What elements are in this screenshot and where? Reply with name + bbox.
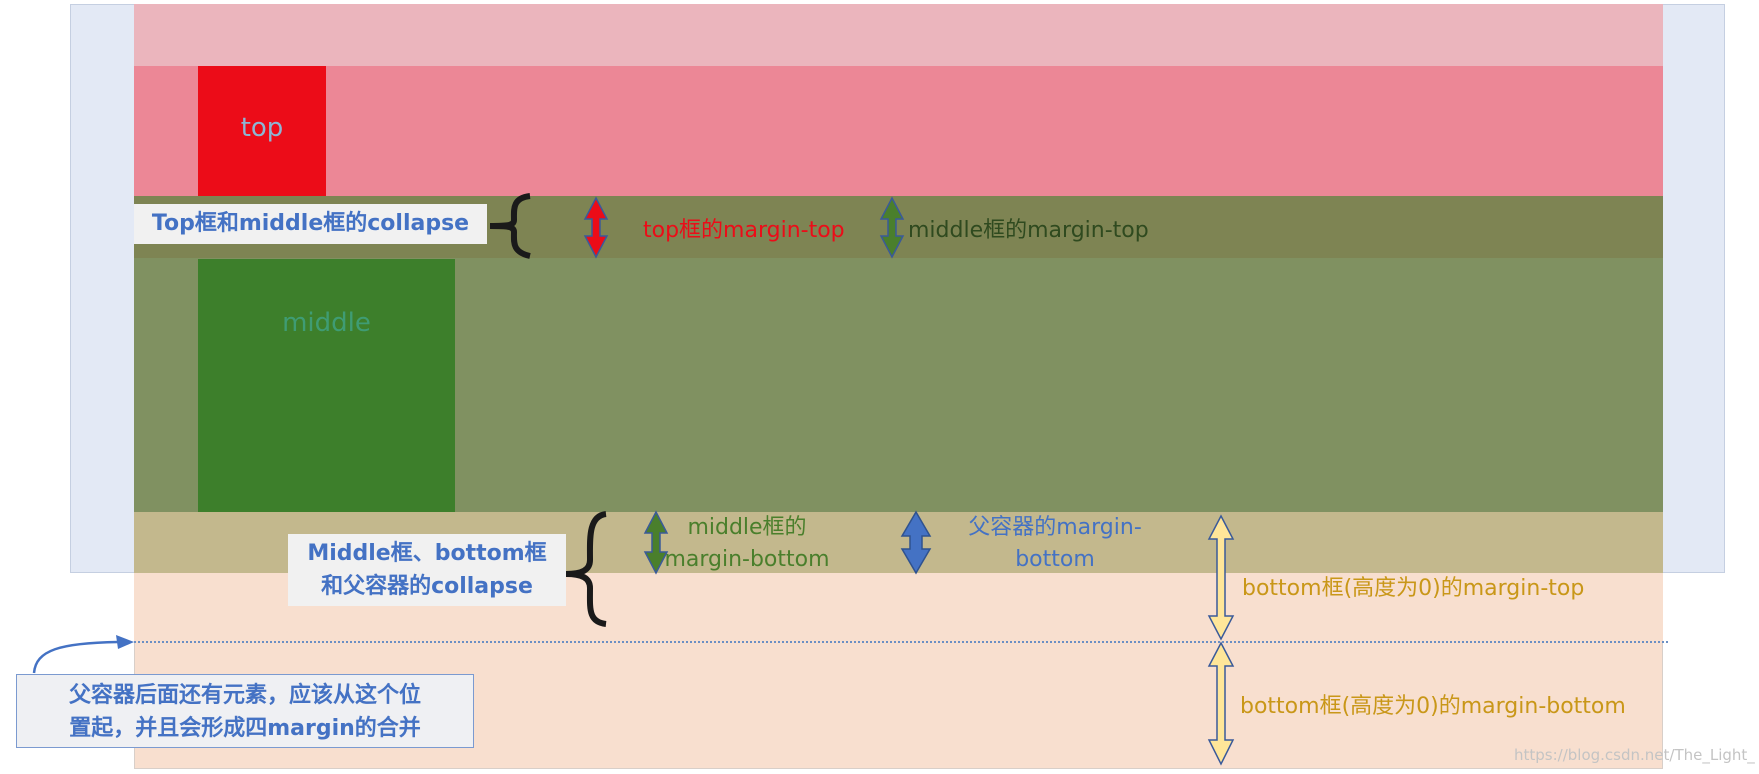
note-line2: 置起，并且会形成四margin的合并 xyxy=(69,716,421,741)
note-box: 父容器后面还有元素，应该从这个位 置起，并且会形成四margin的合并 xyxy=(16,674,474,748)
brace-middle-bottom xyxy=(565,511,607,627)
pointer-curve xyxy=(32,640,119,674)
green-double-arrow-top xyxy=(879,196,905,259)
top-middle-collapse-label: Top框和middle框的collapse xyxy=(134,204,487,244)
yellow-double-arrow-bottom xyxy=(1207,641,1235,766)
top-area-band xyxy=(134,66,1663,196)
blue-double-arrow xyxy=(900,510,932,575)
green-double-arrow-bottom xyxy=(643,510,669,575)
red-double-arrow xyxy=(583,196,609,259)
brace-top-middle xyxy=(489,193,531,259)
watermark: https://blog.csdn.net/The_Light_ xyxy=(1514,746,1755,764)
middle-bottom-collapse-label: Middle框、bottom框 和父容器的collapse xyxy=(288,534,566,606)
bottom-margin-bottom-annotation: bottom框(高度为0)的margin-bottom xyxy=(1240,694,1626,719)
middle-bottom-collapse-label-line1: Middle框、bottom框 xyxy=(307,541,547,566)
middle-margin-top-annotation: middle框的margin-top xyxy=(908,218,1149,243)
middle-margin-bottom-line1: middle框的 xyxy=(687,515,807,540)
middle-box-label: middle xyxy=(282,308,371,338)
yellow-double-arrow-top xyxy=(1207,514,1235,641)
bottom-margin-top-annotation: bottom框(高度为0)的margin-top xyxy=(1242,576,1585,601)
dotted-boundary-line xyxy=(134,641,1668,643)
top-margin-top-band xyxy=(134,4,1663,66)
parent-margin-bottom-line2: bottom xyxy=(1015,547,1095,572)
parent-margin-bottom-line1: 父容器的margin- xyxy=(968,515,1142,540)
note-line1: 父容器后面还有元素，应该从这个位 xyxy=(68,683,421,708)
middle-margin-bottom-line2: margin-bottom xyxy=(664,547,830,572)
top-box-label: top xyxy=(240,113,284,143)
middle-bottom-collapse-label-line2: 和父容器的collapse xyxy=(321,574,533,599)
top-box xyxy=(198,66,326,196)
middle-box xyxy=(198,259,455,512)
middle-margin-bottom-annotation: middle框的 margin-bottom xyxy=(662,512,832,576)
parent-margin-bottom-annotation: 父容器的margin- bottom xyxy=(955,512,1155,576)
pointer-arrowhead xyxy=(116,635,134,649)
top-margin-top-annotation: top框的margin-top xyxy=(643,218,845,243)
